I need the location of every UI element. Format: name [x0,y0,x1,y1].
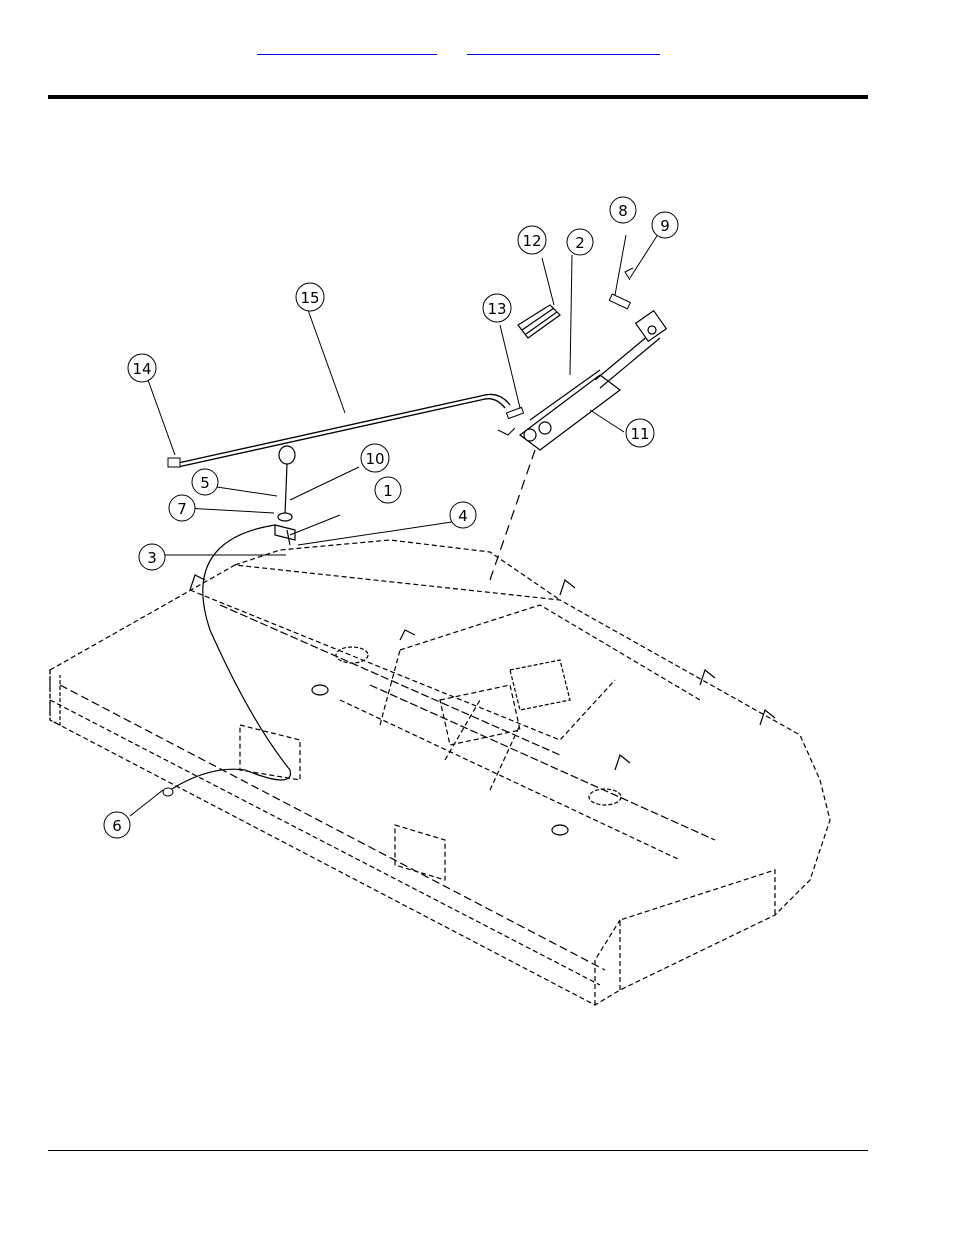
callout-10: 10 [361,444,389,472]
callout-14: 14 [128,354,156,382]
cable-6 [163,525,290,796]
svg-text:9: 9 [660,217,670,235]
callout-6: 6 [104,812,130,838]
pin-8 [609,294,630,309]
callout-4: 4 [450,502,476,528]
svg-text:6: 6 [112,817,122,835]
callout-9: 9 [652,212,678,238]
callout-5: 5 [192,469,218,495]
callout-13: 13 [483,294,511,322]
header-rule [48,95,868,99]
svg-text:12: 12 [522,232,541,250]
callout-11: 11 [626,419,654,447]
callout-3: 3 [139,544,165,570]
svg-text:10: 10 [365,450,384,468]
callout-2: 2 [567,229,593,255]
callout-7: 7 [169,495,195,521]
svg-text:1: 1 [383,482,393,500]
clip-9 [625,268,633,280]
leader-lines [130,228,662,816]
callout-15: 15 [296,283,324,311]
callout-balloons: 1 2 3 4 5 6 7 8 9 10 11 12 13 14 15 [104,197,678,838]
svg-text:4: 4 [458,507,468,525]
svg-text:2: 2 [575,234,585,252]
callout-12: 12 [518,226,546,254]
spring-12 [518,305,560,338]
header-link-right[interactable] [467,40,660,55]
svg-text:8: 8 [618,202,628,220]
svg-text:11: 11 [630,425,649,443]
callout-8: 8 [610,197,636,223]
pin-13 [498,407,524,435]
svg-text:13: 13 [487,300,506,318]
footer-rule [48,1150,868,1151]
svg-text:15: 15 [300,289,319,307]
parts-diagram: 1 2 3 4 5 6 7 8 9 10 11 12 13 14 15 [40,180,880,1040]
callout-1: 1 [375,477,401,503]
svg-text:14: 14 [132,360,151,378]
svg-text:3: 3 [147,549,157,567]
lynch-pin-10 [275,446,295,545]
hydraulic-hose [168,394,510,467]
svg-text:5: 5 [200,474,210,492]
svg-text:7: 7 [177,500,187,518]
mower-deck [50,450,830,1005]
header-link-left[interactable] [257,40,437,55]
